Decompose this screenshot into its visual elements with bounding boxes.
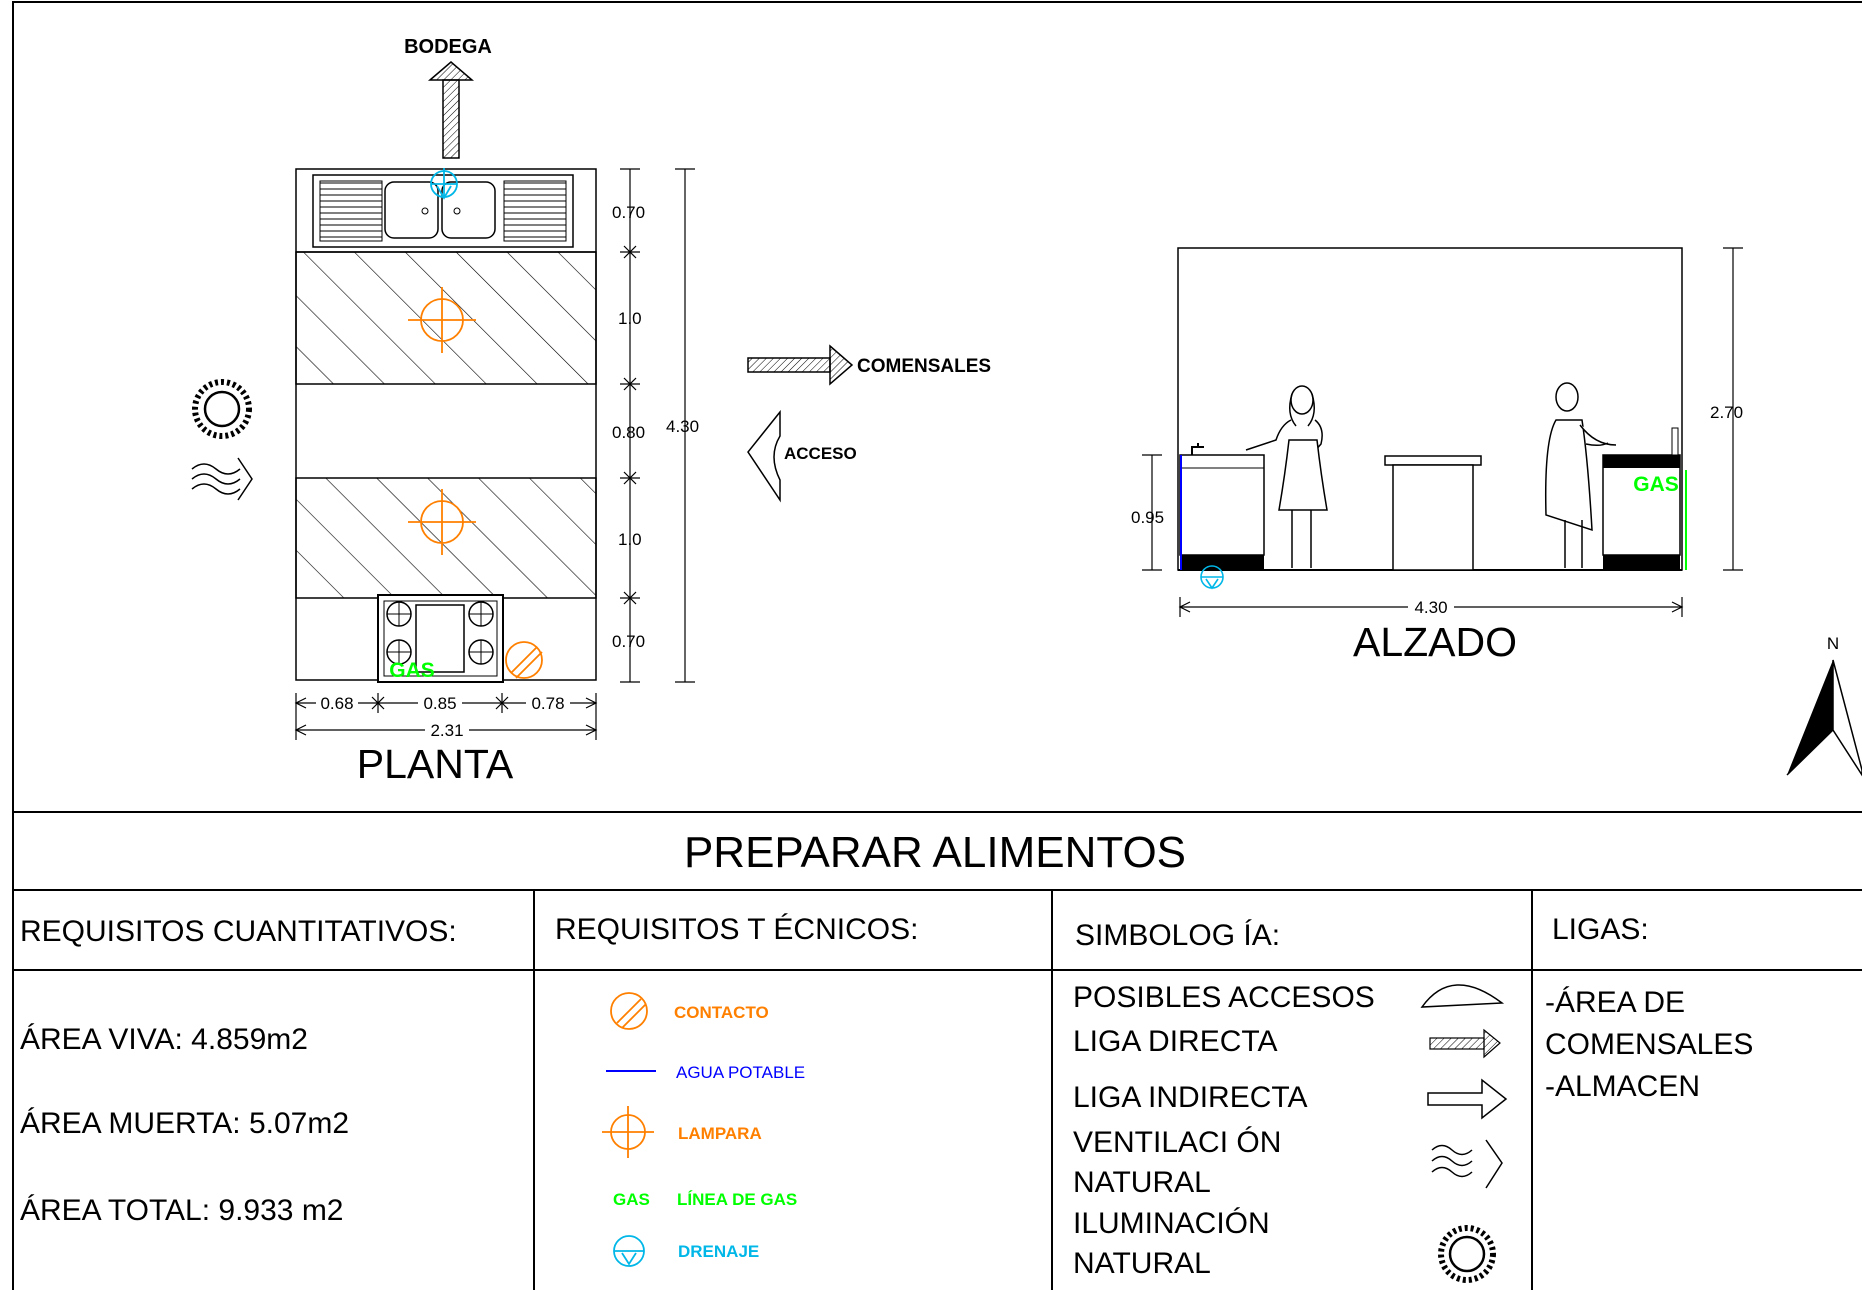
north-arrow-icon: N [1786,634,1862,777]
svg-text:N: N [1827,634,1839,653]
liga-comensales: COMENSALES [1545,1028,1753,1061]
work-zone-lower [295,477,597,599]
liga-area-comensales: -ÁREA DE [1545,986,1685,1019]
dim-v-stove: 0.70 [612,632,645,651]
table-title: PREPARAR ALIMENTOS [684,828,1186,877]
wind-icon [1431,1139,1503,1189]
dim-h-right: 0.78 [531,694,564,713]
sheet-border [12,1,1862,1290]
area-total: ÁREA TOTAL: 9.933 m2 [20,1194,344,1227]
sun-icon [192,379,252,439]
contact-icon [610,992,648,1030]
bodega-arrow-icon [427,61,475,159]
dim-v-zone2: 1.0 [618,530,642,549]
stove-icon [377,594,504,683]
acceso-arrow-icon [747,409,781,503]
sym-posibles-accesos: POSIBLES ACCESOS [1073,981,1375,1014]
island-table-icon [1384,455,1482,571]
indirect-link-arrow-icon [1427,1078,1508,1120]
dim-v-sink: 0.70 [612,203,645,222]
legend-lampara: LAMPARA [678,1124,762,1143]
dim-h-total: 2.31 [430,721,463,740]
lamp-icon [408,489,476,555]
dim-v-zone1: 1.0 [618,309,642,328]
stove-counter-icon [1602,427,1687,570]
legend-agua: AGUA POTABLE [676,1063,805,1082]
legend-drenaje: DRENAJE [678,1242,759,1261]
sym-liga-indirecta: LIGA INDIRECTA [1073,1081,1308,1114]
access-arc-icon [1420,984,1505,1008]
sun-icon [1438,1225,1496,1283]
legend-gas-line: LÍNEA DE GAS [677,1190,797,1209]
dim-alzado-width: 4.30 [1414,598,1447,617]
sym-iluminacion: ILUMINACIÓN [1073,1207,1270,1240]
comensales-label: COMENSALES [857,356,991,377]
dim-v-aisle: 0.80 [612,423,645,442]
header-ligas: LIGAS: [1552,913,1649,946]
area-muerta: ÁREA MUERTA: 5.07m2 [20,1107,349,1140]
header-cuantitativos: REQUISITOS CUANTITATIVOS: [20,915,457,948]
legend-contacto: CONTACTO [674,1003,769,1022]
planta-gas-label: GAS [389,659,435,682]
planta-drawing: BODEGA [191,36,699,787]
drain-icon [1200,565,1224,590]
summary-table: PREPARAR ALIMENTOS REQUISITOS CUANTITATI… [13,811,1862,1290]
work-zone-upper [295,251,597,385]
wind-icon [191,457,253,501]
dim-v-total: 4.30 [666,417,699,436]
liga-almacen: -ALMACEN [1545,1070,1700,1103]
header-simbologia: SIMBOLOG ÍA: [1075,919,1280,952]
person-figure-left [1245,385,1328,568]
alzado-gas-label: GAS [1633,473,1679,496]
planta-title: PLANTA [357,741,514,787]
legend-gas-symbol: GAS [613,1190,650,1209]
sym-liga-directa: LIGA DIRECTA [1073,1025,1278,1058]
lamp-icon [408,287,476,353]
drain-icon [613,1235,645,1267]
lamp-icon [602,1106,654,1158]
sink-counter-icon [1179,443,1265,570]
dim-h-left: 0.68 [320,694,353,713]
contact-icon [505,641,543,679]
person-figure-right [1544,382,1617,568]
alzado-drawing: GAS 2.70 0.95 4.30 ALZADO [1131,247,1743,665]
direct-link-arrow-icon [1429,1028,1501,1059]
acceso-label: ACCESO [784,444,857,463]
bodega-label: BODEGA [404,36,492,58]
dim-alzado-counter: 0.95 [1131,508,1164,527]
header-tecnicos: REQUISITOS T ÉCNICOS: [555,913,918,946]
sym-iluminacion-2: NATURAL [1073,1247,1211,1280]
dim-h-center: 0.85 [423,694,456,713]
sym-ventilacion: VENTILACI ÓN [1073,1126,1281,1159]
vertical-dimension-chain [620,168,695,683]
comensales-arrow-icon [747,344,854,386]
sym-ventilacion-2: NATURAL [1073,1166,1211,1199]
dim-alzado-height: 2.70 [1710,403,1743,422]
alzado-title: ALZADO [1353,619,1517,665]
sink-icon [312,174,574,248]
drain-icon [430,168,458,200]
area-viva: ÁREA VIVA: 4.859m2 [20,1023,308,1056]
